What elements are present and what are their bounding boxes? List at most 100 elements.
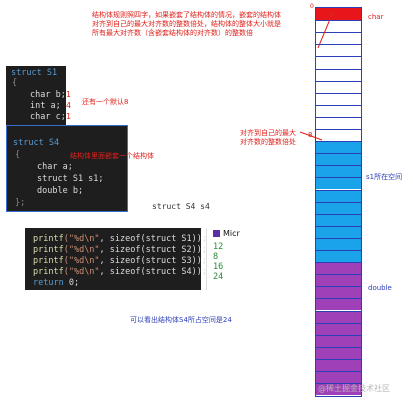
fn: printf xyxy=(33,234,64,244)
memory-byte-cell xyxy=(316,322,361,335)
rest: , sizeof(struct S2)); xyxy=(99,245,208,255)
marker-4: 4 xyxy=(66,101,72,110)
memory-index-0: 0 xyxy=(310,3,314,10)
printf-line: printf("%d\n", sizeof(struct S1)); xyxy=(33,234,207,244)
memory-byte-cell xyxy=(316,237,361,250)
offset-8-label: 8 xyxy=(308,131,313,139)
console-line: 12 xyxy=(213,242,224,252)
memory-byte-cell xyxy=(316,20,361,33)
top-note-line-1: 结构体规则照四字，如果嵌套了结构体的情况，嵌套的结构体 xyxy=(92,11,281,19)
align-self-note: 对齐到自己的最大 对齐数的整数倍处 xyxy=(240,129,296,147)
memory-byte-cell xyxy=(316,189,361,202)
keyword: struct S4 xyxy=(13,138,60,148)
memory-byte-cell xyxy=(316,298,361,311)
str: ("%d\n" xyxy=(63,267,100,277)
top-note: 结构体规则照四字，如果嵌套了结构体的情况，嵌套的结构体 对齐到自己的最大对齐数的… xyxy=(92,11,281,38)
printf-line: printf("%d\n", sizeof(struct S3)); xyxy=(33,256,207,266)
memory-byte-cell xyxy=(316,334,361,347)
top-note-line-3: 所有最大对齐数（含嵌套结构体的对齐数）的整数倍 xyxy=(92,29,253,37)
watermark: @稀土掘金技术社区 xyxy=(318,384,390,393)
console-title: Micr xyxy=(213,229,240,238)
arrow-offset xyxy=(299,131,323,141)
code-printf-block: printf("%d\n", sizeof(struct S1)); print… xyxy=(25,228,207,290)
memory-byte-cell xyxy=(316,225,361,238)
memory-byte-cell xyxy=(316,262,361,275)
memory-byte-cell xyxy=(316,129,361,142)
arrow-top xyxy=(317,11,334,49)
rest: , sizeof(struct S4)); xyxy=(99,267,208,277)
keyword: return xyxy=(33,278,64,288)
code-struct-s1: struct S1 { char b; int a; char c; xyxy=(6,66,66,128)
memory-byte-cell xyxy=(316,92,361,105)
memory-byte-cell xyxy=(316,383,361,396)
memory-byte-cell xyxy=(316,56,361,69)
console-output: Micr 12 8 16 24 xyxy=(206,228,249,290)
printf-line: printf("%d\n", sizeof(struct S4)); xyxy=(33,267,207,277)
memory-byte-cell xyxy=(316,213,361,226)
memory-byte-cell xyxy=(316,250,361,263)
memory-byte-cell xyxy=(316,346,361,359)
memory-byte-cell xyxy=(316,165,361,178)
code-line: struct S1 s1; xyxy=(37,174,104,184)
default-align-note: 还有一个默认8 xyxy=(82,98,129,106)
code-line: { xyxy=(15,150,21,160)
memory-byte-cell xyxy=(316,141,361,154)
memory-byte-cell xyxy=(316,116,361,129)
code-line: char b; xyxy=(30,90,66,100)
nested-struct-note: 结构体里面嵌套一个结构体 xyxy=(70,152,154,160)
memory-byte-cell xyxy=(316,371,361,384)
code-line: struct S1 xyxy=(11,68,57,78)
s1-space-label: s1所在空间 xyxy=(366,173,403,181)
str: ("%d\n" xyxy=(63,256,100,266)
str: ("%d\n" xyxy=(63,234,100,244)
marker-1b: 1 xyxy=(66,112,72,121)
memory-byte-cell xyxy=(316,274,361,287)
printf-line: printf("%d\n", sizeof(struct S2)); xyxy=(33,245,207,255)
fn: printf xyxy=(33,267,64,277)
rest: 0; xyxy=(63,278,80,288)
memory-byte-cell xyxy=(316,358,361,371)
code-line: { xyxy=(12,78,18,88)
console-lines: 12 8 16 24 xyxy=(213,242,223,282)
marker-1: 1 xyxy=(66,90,72,99)
align-self-note-line-2: 对齐数的整数倍处 xyxy=(240,138,296,146)
align-self-note-line-1: 对齐到自己的最大 xyxy=(240,129,296,137)
arrow-head xyxy=(329,10,336,16)
code-line: int a; xyxy=(30,101,61,111)
code-line: struct S4 xyxy=(13,138,59,148)
terminal-icon xyxy=(213,230,220,237)
rest: , sizeof(struct S3)); xyxy=(99,256,208,266)
conclusion-note: 可以看出结构体S4所占空间是24 xyxy=(130,316,232,324)
console-line: 16 xyxy=(213,262,224,272)
console-line: 24 xyxy=(213,272,224,282)
fn: printf xyxy=(33,256,64,266)
top-note-line-2: 对齐到自己的最大对齐数的整数倍处，结构体的整体大小就是 xyxy=(92,20,281,28)
keyword: struct S1 xyxy=(11,68,58,78)
memory-byte-cell xyxy=(316,286,361,299)
memory-byte-cell xyxy=(316,104,361,117)
code-line: double b; xyxy=(37,186,84,196)
code-struct-s4: struct S4 { char a; struct S1 s1; double… xyxy=(6,125,128,212)
memory-byte-cell xyxy=(316,68,361,81)
console-line: 8 xyxy=(213,252,219,262)
code-line: char c; xyxy=(30,112,66,122)
char-label: char xyxy=(368,13,384,21)
struct-s4-caption: struct S4 s4 xyxy=(152,202,210,211)
memory-byte-cell xyxy=(316,177,361,190)
memory-byte-cell xyxy=(316,32,361,45)
code-line: char a; xyxy=(37,162,73,172)
rest: , sizeof(struct S1)); xyxy=(99,234,208,244)
memory-byte-cell xyxy=(316,153,361,166)
memory-byte-cell xyxy=(316,201,361,214)
memory-byte-cell xyxy=(316,8,361,21)
double-label: double xyxy=(368,284,392,292)
memory-byte-cell xyxy=(316,310,361,323)
memory-byte-cell xyxy=(316,80,361,93)
code-line: }; xyxy=(15,198,26,208)
memory-layout-column xyxy=(315,7,362,397)
console-title-text: Micr xyxy=(223,229,240,238)
str: ("%d\n" xyxy=(63,245,100,255)
fn: printf xyxy=(33,245,64,255)
memory-byte-cell xyxy=(316,44,361,57)
